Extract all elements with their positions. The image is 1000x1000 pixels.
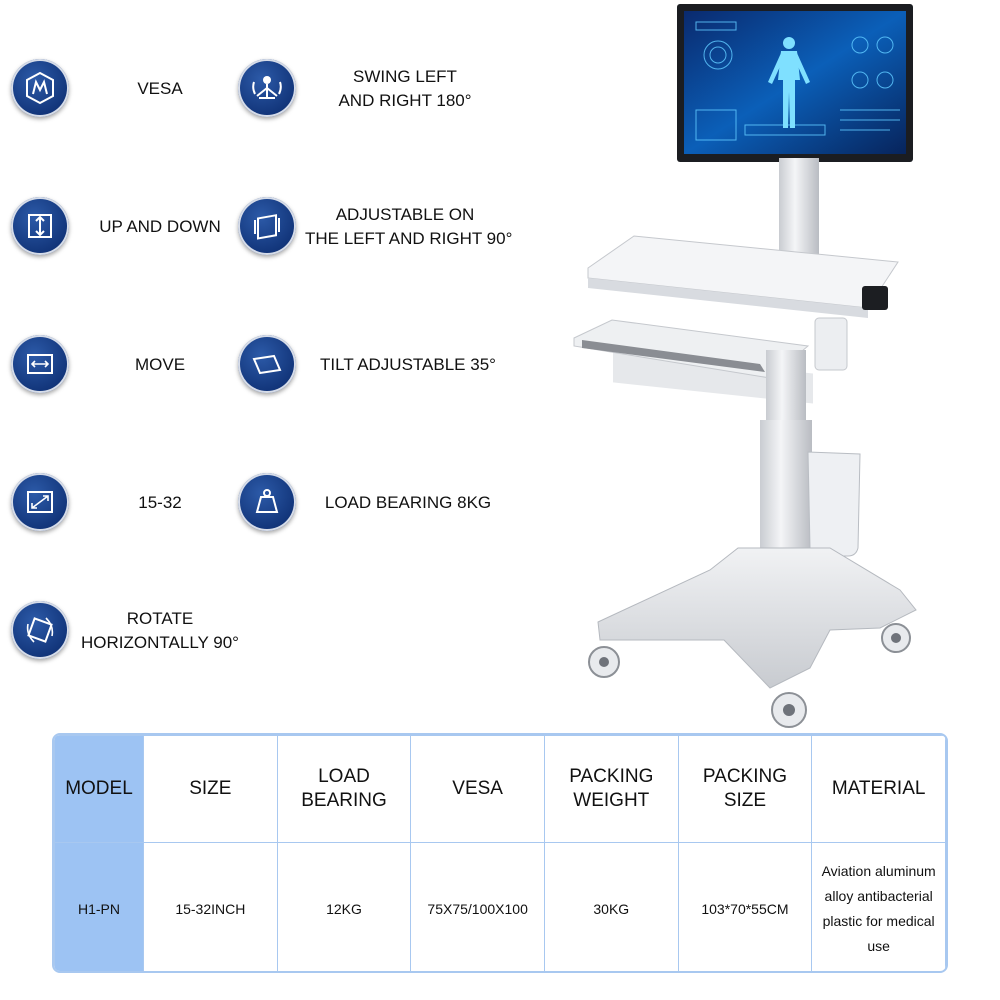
feature-label-rotate: ROTATE HORIZONTALLY 90°: [81, 609, 239, 652]
swing-icon: [238, 59, 296, 117]
cell-load-bearing: 12KG: [276, 842, 412, 971]
table-header-row: MODEL SIZE LOAD BEARING VESA PACKING WEI…: [54, 735, 946, 843]
cell-packing-weight: 30KG: [543, 842, 679, 971]
feature-label-move: MOVE: [134, 355, 186, 374]
up-down-icon: [11, 197, 69, 255]
feature-label-adjust-lr: ADJUSTABLE ON THE LEFT AND RIGHT 90°: [305, 205, 513, 248]
cell-packing-size: 103*70*55CM: [677, 842, 813, 971]
feature-label-screen-size: 15-32: [138, 493, 182, 512]
cell-vesa: 75X75/100X100: [410, 842, 545, 971]
monitor: [677, 4, 913, 162]
vesa-icon: [11, 59, 69, 117]
header-packing-weight: PACKING WEIGHT: [543, 735, 679, 843]
cell-model: H1-PN: [54, 842, 144, 971]
table-row: H1-PN 15-32INCH 12KG 75X75/100X100 30KG …: [54, 842, 946, 971]
rotate-icon: [11, 601, 69, 659]
header-packing-size: PACKING SIZE: [677, 735, 813, 843]
feature-label-load-bearing: LOAD BEARING 8KG: [324, 493, 492, 512]
adjust-lr-icon: [238, 197, 296, 255]
cell-material: Aviation aluminum alloy antibacterial pl…: [811, 842, 946, 971]
spec-table: MODEL SIZE LOAD BEARING VESA PACKING WEI…: [52, 733, 948, 973]
feature-label-tilt: TILT ADJUSTABLE 35°: [320, 355, 496, 374]
tilt-icon: [238, 335, 296, 393]
move-icon: [11, 335, 69, 393]
header-load-bearing: LOAD BEARING: [276, 735, 412, 843]
medical-cart-image: [573, 4, 917, 728]
header-size: SIZE: [143, 735, 278, 843]
header-material: MATERIAL: [811, 735, 946, 843]
header-model: MODEL: [54, 735, 144, 843]
header-vesa: VESA: [410, 735, 545, 843]
screen-size-icon: [11, 473, 69, 531]
load-bearing-icon: [238, 473, 296, 531]
feature-label-swing: SWING LEFT AND RIGHT 180°: [338, 67, 472, 110]
feature-label-vesa: VESA: [137, 79, 183, 98]
feature-label-up-down: UP AND DOWN: [99, 217, 221, 236]
cell-size: 15-32INCH: [143, 842, 278, 971]
